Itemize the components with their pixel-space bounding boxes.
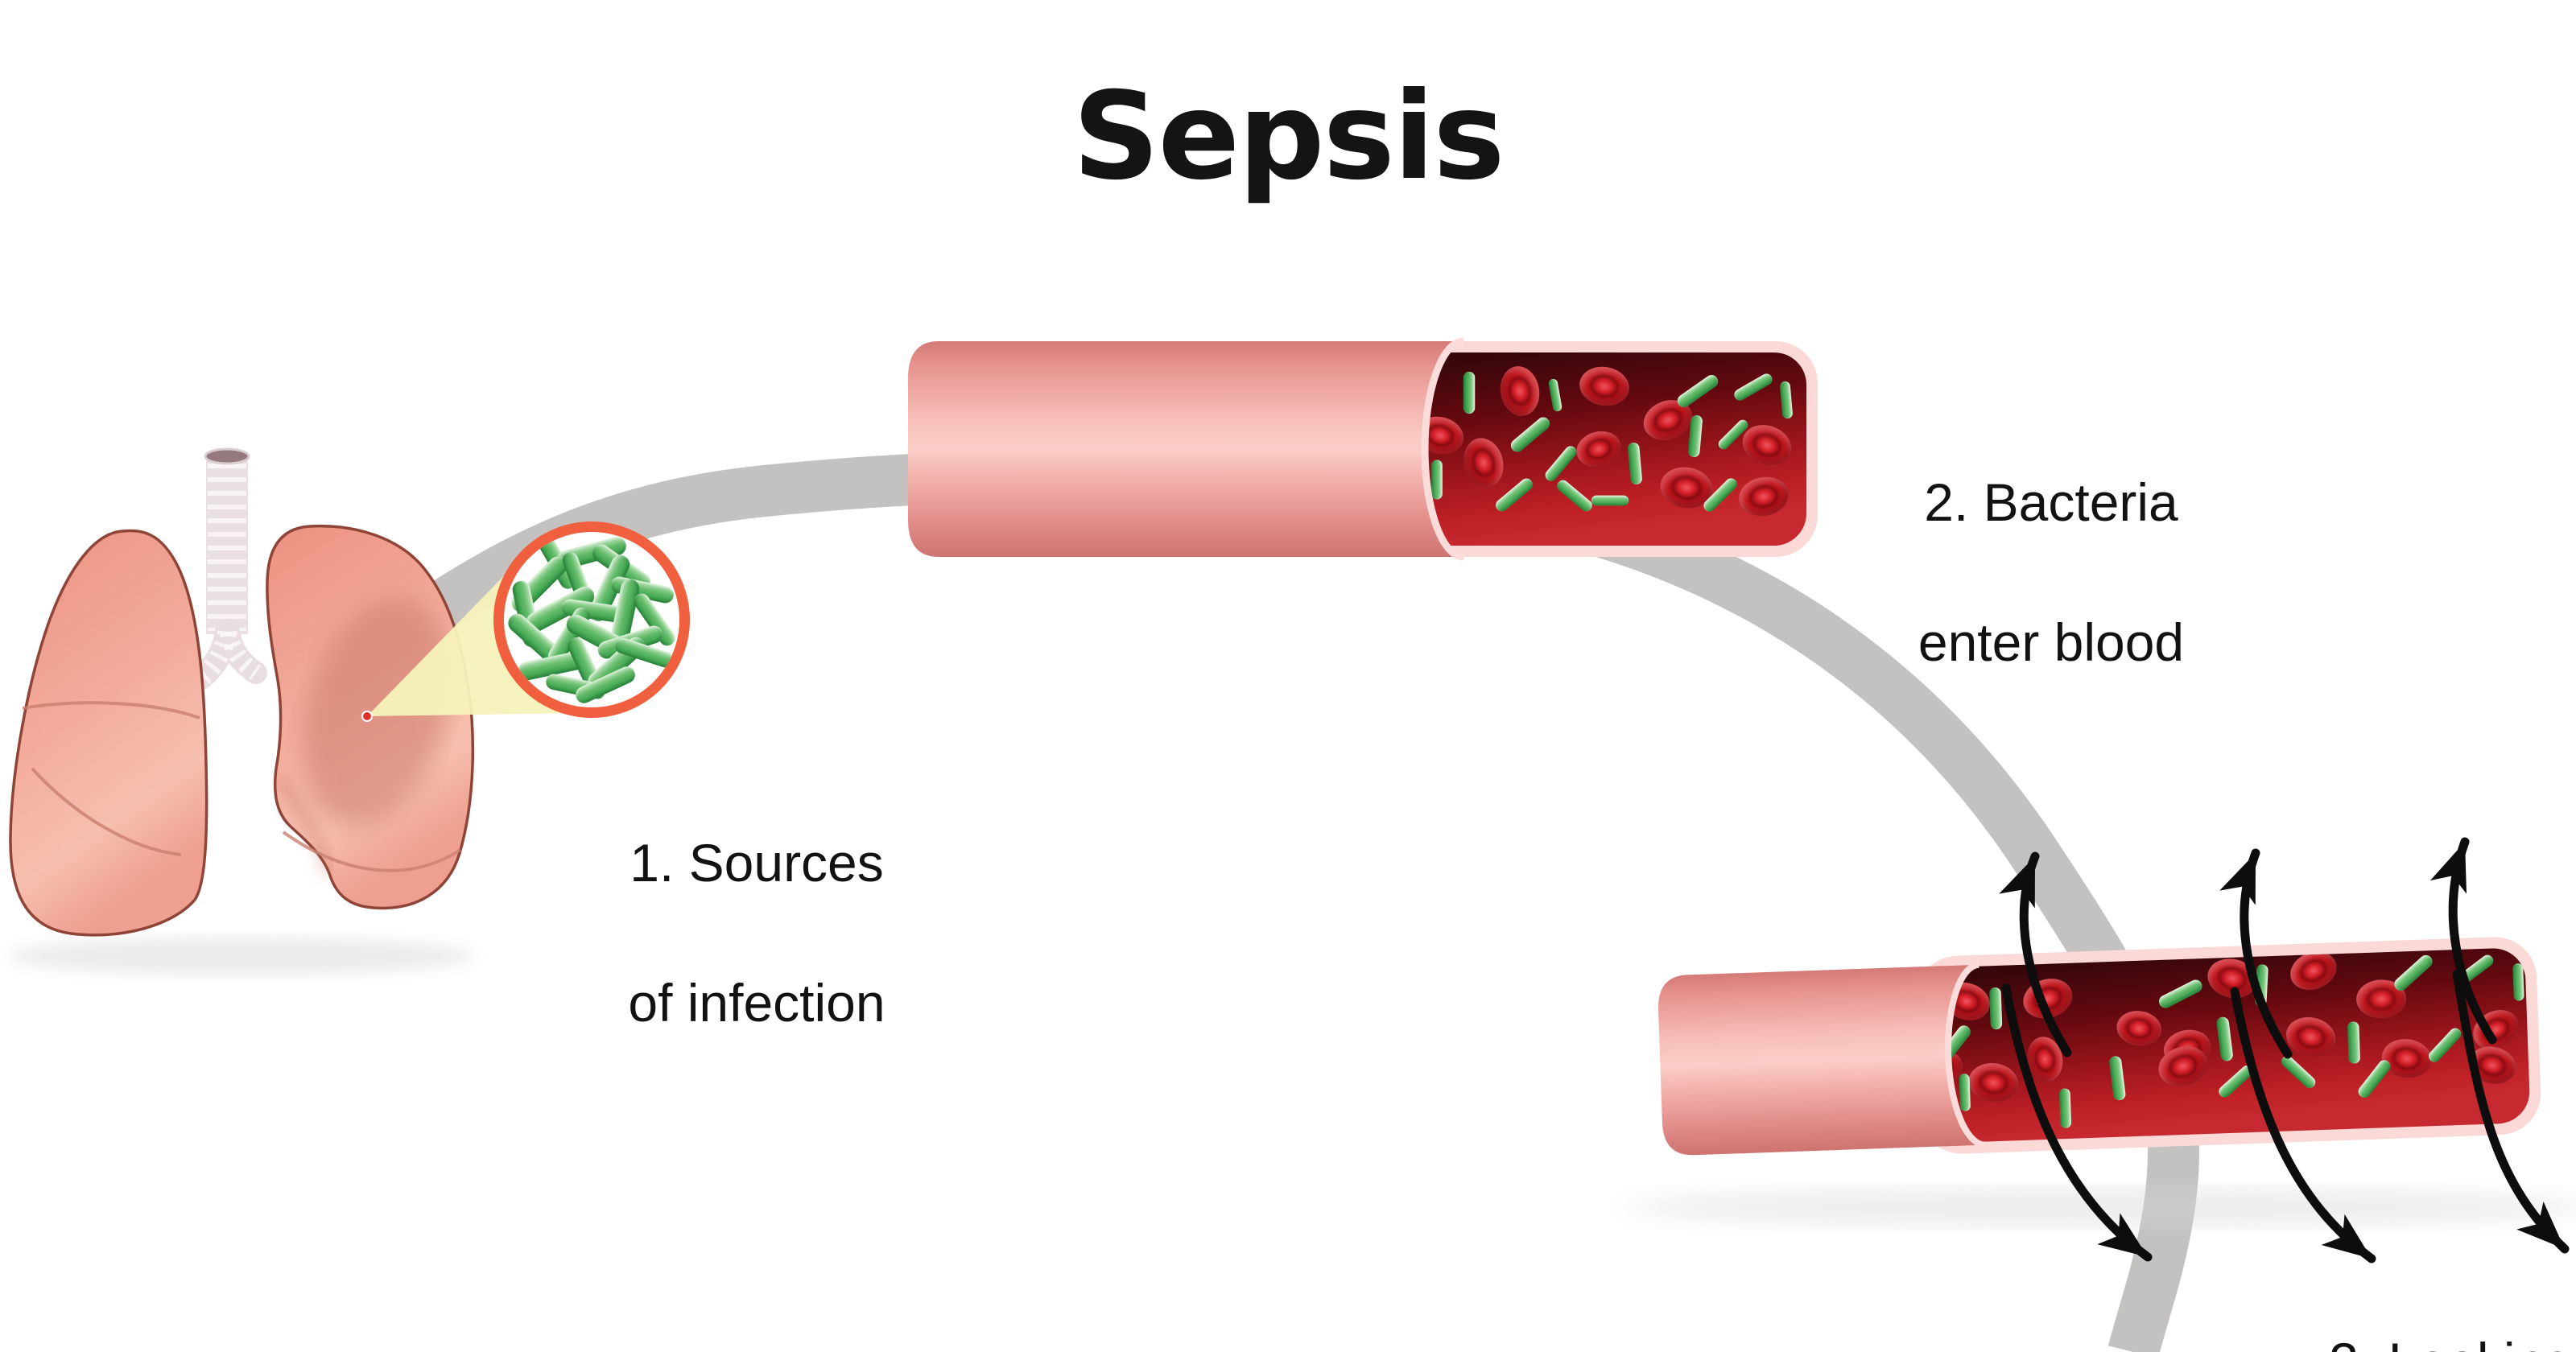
bacterium-rod bbox=[2108, 1055, 2127, 1102]
bacterium-rod bbox=[1508, 414, 1553, 455]
bacterium-rod bbox=[2425, 1025, 2463, 1065]
infection-source-dot bbox=[361, 711, 373, 722]
bacterium-rod bbox=[1430, 460, 1443, 501]
label-line: 2. Bacteria bbox=[1924, 472, 2178, 533]
red-blood-cell bbox=[1458, 433, 1509, 492]
red-blood-cell bbox=[2203, 954, 2261, 1003]
bacterium-rod bbox=[1492, 476, 1535, 514]
bacterium-rod bbox=[1542, 443, 1579, 484]
lungs-shadow bbox=[8, 937, 475, 975]
bacterium-rod bbox=[1591, 495, 1629, 506]
right-lung bbox=[266, 524, 475, 910]
red-blood-cell bbox=[2017, 972, 2078, 1024]
red-blood-cell bbox=[1576, 363, 1633, 410]
bacterium-rod bbox=[1988, 987, 2003, 1030]
red-blood-cell bbox=[1938, 976, 1996, 1026]
label-bacteria-enter-blood: 2. Bacteria enter blood bbox=[1810, 398, 2293, 678]
label-sources-of-infection: 1. Sources of infection bbox=[499, 758, 1014, 1038]
vessel2-tube bbox=[908, 337, 1464, 561]
bacterium-rod bbox=[2454, 952, 2496, 987]
red-blood-cell bbox=[2023, 1033, 2066, 1085]
bacterium-rod bbox=[2278, 1053, 2318, 1091]
red-blood-cell bbox=[1572, 426, 1625, 472]
bacterium-rod bbox=[1627, 442, 1643, 485]
bacterium-rod bbox=[1779, 381, 1794, 419]
lungs-illustration bbox=[9, 524, 475, 937]
red-blood-cell bbox=[1736, 473, 1792, 521]
page-title: Sepsis bbox=[1072, 66, 1505, 207]
red-blood-cell bbox=[1966, 1060, 2021, 1106]
red-blood-cell bbox=[2465, 1042, 2520, 1089]
bacterium-rod bbox=[2391, 952, 2435, 994]
vessel3-shadow bbox=[1626, 1188, 2576, 1226]
label-leaking-blood: 3. Leaking blood bbox=[2093, 1246, 2574, 1352]
label-line: enter blood bbox=[1918, 612, 2185, 673]
red-blood-cell bbox=[1414, 411, 1468, 460]
bacterium-rod bbox=[1463, 371, 1476, 414]
red-blood-cell bbox=[2284, 947, 2343, 997]
red-blood-cell bbox=[2114, 1008, 2164, 1049]
bacterium-rod bbox=[2216, 1016, 2234, 1062]
vessel2-blood-cells bbox=[1414, 352, 1806, 546]
left-lung bbox=[9, 529, 208, 937]
bacterium-rod bbox=[2157, 977, 2205, 1011]
bacterium-rod bbox=[1732, 371, 1775, 403]
label-line: 1. Sources bbox=[630, 833, 884, 893]
bacterium-rod bbox=[2355, 1057, 2393, 1101]
red-blood-cell bbox=[2281, 1012, 2339, 1062]
trachea-icon bbox=[189, 447, 267, 690]
bacterium-rod bbox=[2512, 962, 2524, 1001]
label-line: 3. Leaking bbox=[2329, 1332, 2574, 1352]
label-line: of infection bbox=[628, 973, 886, 1033]
bacterium-rod bbox=[1554, 478, 1595, 514]
bacteria-magnifier-circle bbox=[493, 521, 690, 718]
bacterium-rod bbox=[2254, 964, 2268, 1007]
bacterium-rod bbox=[2216, 1062, 2256, 1100]
vessel3-blood-cells bbox=[1926, 947, 2530, 1144]
bacterium-rod bbox=[2347, 1021, 2361, 1065]
bacterium-rod bbox=[1959, 1073, 1971, 1111]
bacterium-rod bbox=[1547, 377, 1563, 412]
bacterium-rod bbox=[1674, 372, 1721, 410]
red-blood-cell bbox=[1496, 363, 1543, 419]
red-blood-cell bbox=[2379, 1036, 2434, 1082]
bacterium-rod bbox=[2059, 1087, 2072, 1128]
